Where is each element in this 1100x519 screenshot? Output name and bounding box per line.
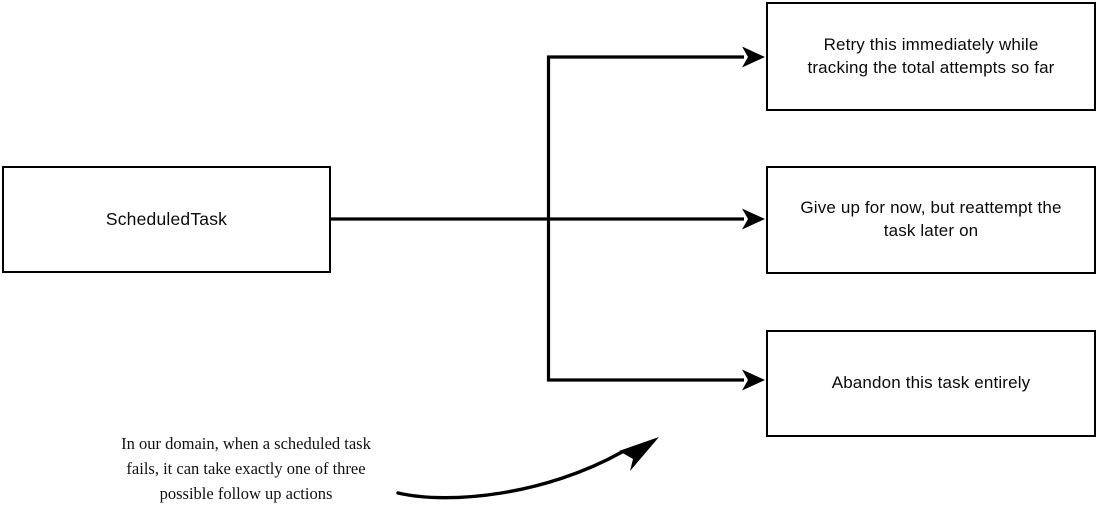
arrowhead-retry-icon: [742, 46, 765, 68]
node-reattempt-later-label: Give up for now, but reattempt the task …: [800, 198, 1062, 240]
node-scheduled-task[interactable]: ScheduledTask: [2, 166, 331, 273]
node-abandon-task[interactable]: Abandon this task entirely: [766, 330, 1096, 437]
arrowhead-reattempt-icon: [742, 208, 765, 230]
annotation-arrowhead-icon: [619, 437, 659, 471]
node-retry-immediately-label: Retry this immediately while tracking th…: [807, 34, 1055, 77]
node-abandon-task-label: Abandon this task entirely: [831, 373, 1031, 393]
node-reattempt-later[interactable]: Give up for now, but reattempt the task …: [766, 166, 1096, 274]
node-scheduled-task-label: ScheduledTask: [105, 208, 228, 229]
node-retry-immediately[interactable]: Retry this immediately while tracking th…: [766, 2, 1096, 111]
arrowhead-abandon-icon: [742, 369, 765, 391]
annotation-domain-note: In our domain, when a scheduled task fai…: [121, 434, 371, 504]
annotation-curved-arrow-icon: [396, 450, 624, 500]
